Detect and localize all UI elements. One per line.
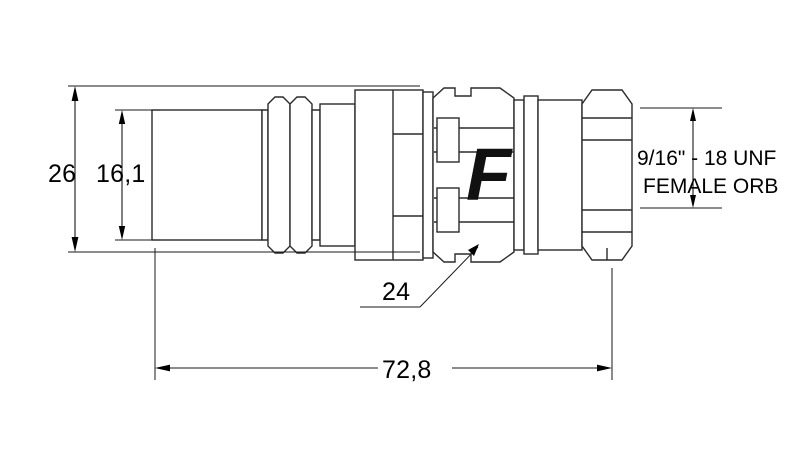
- arrowhead-161-top: [118, 110, 126, 124]
- dimension-overall-height: 26: [48, 86, 79, 252]
- dim-label-161: 16,1: [96, 160, 145, 188]
- dimension-overall-length: 72,8: [155, 356, 612, 384]
- arrowhead-161-bottom: [118, 226, 126, 240]
- separator-disk: [422, 91, 434, 259]
- arrowhead-728-left: [155, 364, 170, 372]
- arrowhead-thread-bottom: [690, 195, 696, 208]
- dim-label-728: 72,8: [382, 356, 431, 384]
- transition-collar-a: [513, 99, 525, 251]
- part-geometry: F: [151, 87, 633, 263]
- arrowhead-26-bottom: [71, 237, 79, 252]
- collar-ring-4: [311, 109, 321, 241]
- thread-note-line-1: 9/16" - 18 UNF: [637, 147, 776, 170]
- arrowhead-thread-top: [690, 108, 696, 121]
- hex-nut: [581, 89, 633, 261]
- arrowhead-24: [468, 244, 479, 256]
- leader-line-24-diagonal: [419, 246, 479, 308]
- transition-collar-b: [523, 95, 539, 255]
- stem-body: [151, 109, 263, 241]
- dim-label-26: 26: [48, 160, 76, 188]
- dim-label-24: 24: [382, 278, 410, 306]
- shoulder-section: [319, 103, 356, 247]
- sleeve-lug-lower: [436, 187, 460, 233]
- extension-lines: [68, 85, 722, 380]
- dimension-sleeve-height: 16,1: [96, 110, 145, 240]
- collar-ring-3: [289, 96, 313, 254]
- brand-logo-f: F: [466, 133, 513, 216]
- arrowhead-728-right: [597, 364, 612, 372]
- arrowhead-26-top: [71, 86, 79, 101]
- thread-note-line-2: FEMALE ORB: [643, 175, 778, 198]
- transition-collar-c: [537, 99, 583, 251]
- thread-note-block: 9/16" - 18 UNF FEMALE ORB: [637, 108, 778, 208]
- main-body-block: [354, 89, 424, 261]
- collar-ring-1: [261, 109, 269, 241]
- sleeve-lug-upper: [436, 117, 460, 163]
- collar-ring-2: [267, 96, 291, 254]
- dimension-hex-size: 24: [360, 244, 479, 308]
